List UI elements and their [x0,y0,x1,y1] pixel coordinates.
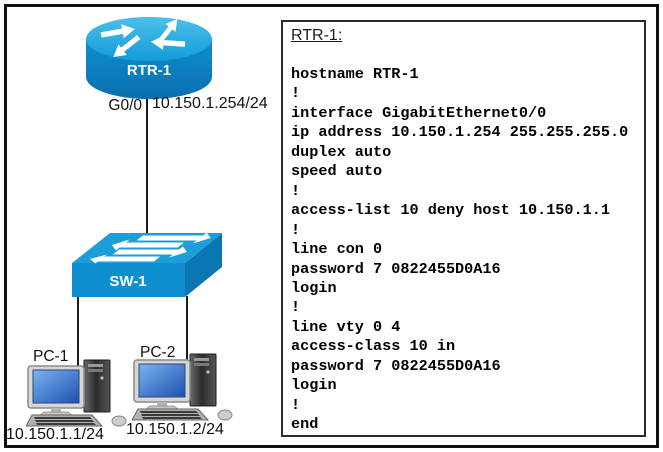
config-panel-title: RTR-1: [291,27,343,44]
router-top [86,17,212,61]
pc1-ip-label: 10.150.1.1/24 [6,426,104,443]
pc-keyboard [26,414,104,427]
config-line: ! [291,220,301,239]
config-line: ! [291,298,301,317]
config-line: access-class 10 in [291,337,456,356]
config-line: speed auto [291,162,383,181]
switch-front [72,263,185,297]
pc-monitor [27,365,85,417]
config-line: ! [291,395,301,414]
router-icon: RTR-1 [86,17,212,99]
diagram-outer-border [4,4,659,448]
router-interface-label: G0/0 [108,97,142,114]
pc-keyboard [132,408,210,421]
config-panel: RTR-1: hostname RTR-1!interface GigabitE… [281,20,646,437]
config-line: hostname RTR-1 [291,65,419,83]
config-line: line vty 0 4 [291,317,401,336]
config-line: password 7 0822455D0A16 [291,356,501,375]
config-line: end [291,415,319,434]
router-label: RTR-1 [127,62,171,79]
pc2-ip-label: 10.150.1.2/24 [126,421,224,438]
router-ip-label: 10.150.1.254/24 [152,95,268,112]
config-line: interface GigabitEthernet0/0 [291,103,547,122]
config-line: login [291,376,337,395]
pc-tower [83,359,111,413]
pc-monitor [133,359,191,411]
pc-mouse [217,409,233,421]
pc2-label: PC-2 [140,344,176,361]
config-line: password 7 0822455D0A16 [291,259,501,278]
config-line: line con 0 [291,240,383,259]
router-arrows-icon [100,19,186,57]
switch-arrows-icon [90,232,211,264]
config-line: ip address 10.150.1.254 255.255.255.0 [291,123,629,142]
pc-mouse [111,415,127,427]
link-switch-pc1 [77,296,79,380]
config-line: access-list 10 deny host 10.150.1.1 [291,201,610,220]
config-text: hostname RTR-1!interface GigabitEthernet… [291,65,642,435]
link-router-switch [146,95,148,238]
switch-icon: SW-1 [72,232,222,297]
pc1-icon [26,359,127,427]
link-switch-pc2 [186,296,188,368]
pc1-label: PC-1 [33,348,69,365]
config-line: login [291,278,337,297]
pc-tower [189,353,217,407]
config-line: ! [291,84,301,103]
pc2-icon [132,353,233,421]
config-line: duplex auto [291,142,392,161]
switch-label: SW-1 [109,273,146,290]
switch-side [185,233,222,297]
config-line: ! [291,181,301,200]
